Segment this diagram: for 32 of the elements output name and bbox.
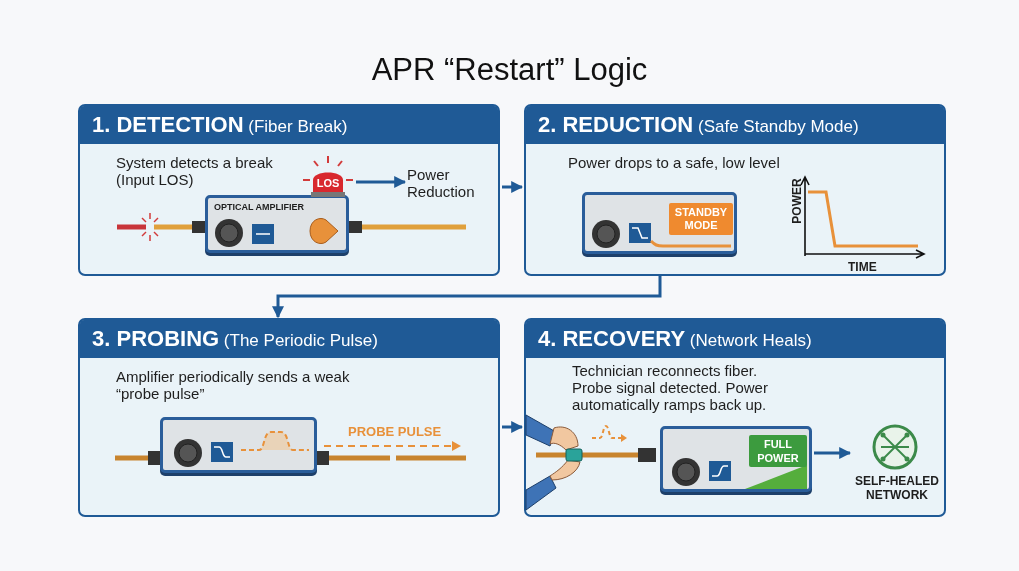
process-panel: [524, 318, 946, 517]
panel-heading: 1. DETECTION (Fiber Break): [80, 106, 498, 144]
process-panel: [78, 104, 500, 276]
result-text: Power Reduction: [407, 166, 487, 206]
arrow: [502, 181, 524, 193]
amplifier-device: [160, 417, 317, 473]
panel-description: Technician reconnects fiber. Probe signal detected. Power automatically ramps back up.: [572, 362, 769, 413]
amplifier-device: [660, 426, 812, 492]
arrow: [272, 276, 662, 319]
device-label: OPTICAL AMPLIFIER: [214, 202, 304, 212]
panel-description: System detects a break (Input LOS): [116, 154, 274, 188]
alarm-label: LOS: [315, 177, 341, 189]
amplifier-device: [582, 192, 737, 254]
network-label: SELF-HEALED NETWORK: [854, 474, 940, 502]
process-panel: [524, 104, 946, 276]
panel-description: Amplifier periodically sends a weak “probe pulse”: [116, 368, 351, 402]
process-panel: [78, 318, 500, 517]
diagram-title: APR “Restart” Logic: [370, 52, 649, 88]
panel-heading: 4. RECOVERY (Network Heals): [526, 320, 944, 358]
panel-heading: 3. PROBING (The Periodic Pulse): [80, 320, 498, 358]
amplifier-device: [205, 195, 349, 253]
signal-label: PROBE PULSE: [348, 424, 443, 439]
axis-label: TIME: [848, 260, 878, 274]
alarm-beacon: [302, 156, 354, 198]
panel-heading: 2. REDUCTION (Safe Standby Mode): [526, 106, 944, 144]
panel-description: Power drops to a safe, low level: [568, 154, 781, 171]
status-badge: FULL POWER: [749, 435, 807, 467]
arrow: [502, 421, 524, 433]
status-badge: STANDBY MODE: [669, 203, 733, 235]
axis-label: POWER: [790, 178, 804, 224]
arrow: [814, 447, 852, 459]
arrow: [356, 176, 407, 188]
